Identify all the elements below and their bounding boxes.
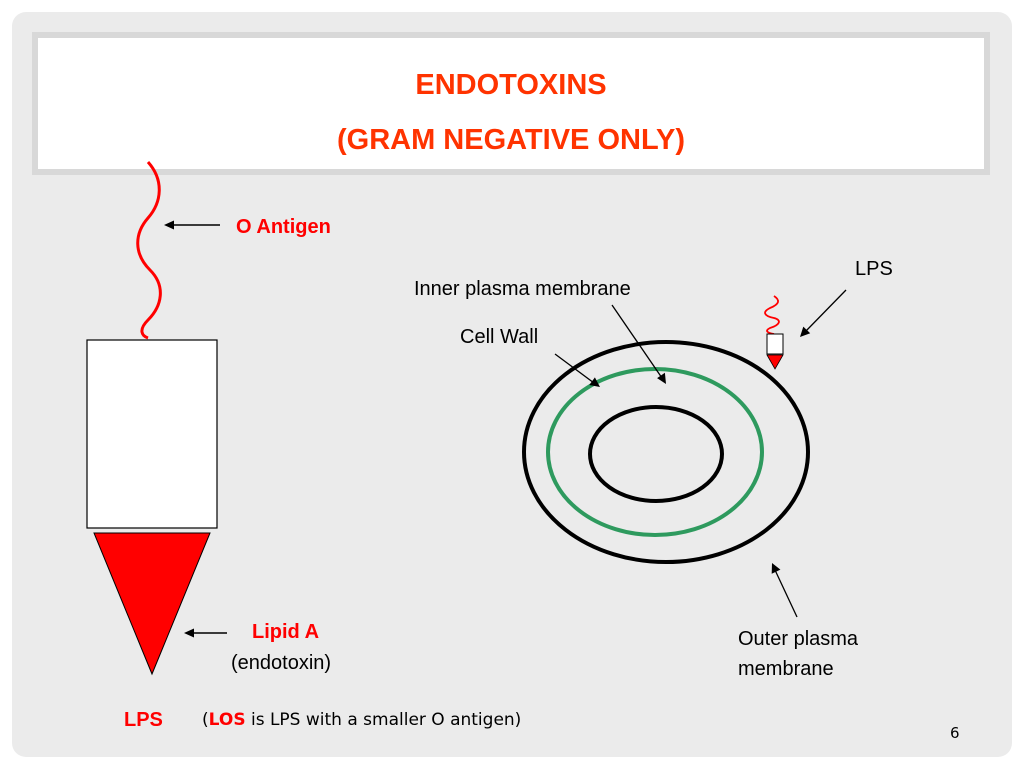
inner-membrane-arrow — [611, 304, 663, 379]
footnote-open-paren: ( — [202, 710, 209, 730]
title-box: ENDOTOXINS (GRAM NEGATIVE ONLY) — [32, 32, 990, 175]
cell-wall-ellipse — [546, 367, 764, 537]
o-antigen-chain — [136, 161, 162, 340]
outer-membrane-arrow — [774, 569, 798, 618]
o-antigen-label: O Antigen — [236, 216, 331, 238]
endotoxin-diagram — [86, 161, 847, 676]
lipid-a-cone — [93, 532, 211, 676]
outer-membrane-ellipse — [522, 340, 810, 564]
inner-membrane-ellipse — [588, 405, 724, 503]
slide: ENDOTOXINS (GRAM NEGATIVE ONLY) — [12, 12, 1012, 757]
mini-core-box — [766, 333, 784, 355]
outer-membrane-label-line2: membrane — [738, 658, 834, 680]
cell-wall-label: Cell Wall — [460, 326, 539, 348]
los-footnote: (LOS is LPS with a smaller O antigen) — [202, 710, 521, 730]
lps-bottom-label: LPS — [124, 709, 163, 731]
los-term: LOS — [208, 710, 246, 730]
endotoxin-label: (endotoxin) — [231, 652, 332, 674]
mini-o-antigen — [764, 295, 780, 335]
page-number: 6 — [950, 724, 960, 742]
lps-arrow — [804, 289, 847, 333]
mini-lipid-a — [766, 354, 784, 370]
cell-wall-arrow — [554, 353, 595, 384]
slide-subtitle: (GRAM NEGATIVE ONLY) — [336, 124, 685, 156]
footnote-text: is LPS with a smaller O antigen) — [245, 710, 522, 730]
lipid-a-label: Lipid A — [252, 621, 320, 643]
lps-label: LPS — [855, 258, 893, 280]
slide-title: ENDOTOXINS — [415, 69, 607, 101]
core-polysaccharide-box — [86, 339, 218, 529]
inner-membrane-label: Inner plasma membrane — [414, 278, 631, 300]
outer-membrane-label-line1: Outer plasma — [738, 628, 859, 650]
